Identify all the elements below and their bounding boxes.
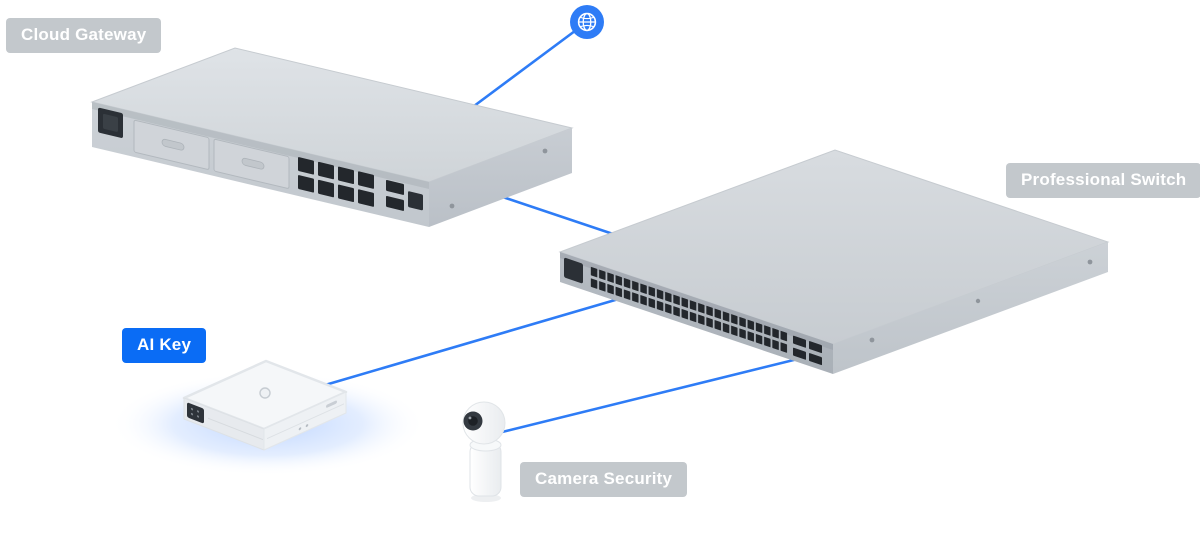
gateway-sfp-ports [386, 180, 423, 211]
ai-key-side-details [267, 400, 344, 440]
professional-switch-device [558, 149, 1110, 374]
switch-front-details [564, 257, 822, 366]
gateway-drive-bay-2-handle [241, 157, 265, 170]
camera-security-label: Camera Security [520, 462, 688, 497]
ai-key-front-details [187, 402, 263, 441]
connection-lines [306, 20, 816, 436]
cloud-gateway-device [90, 47, 574, 227]
camera-lens-glint [468, 416, 472, 420]
connection-line-camera-switch [492, 353, 816, 436]
ai-key-side-seam [267, 403, 344, 440]
ai-key-led-dot-2 [305, 424, 309, 428]
ai-key-logo [259, 387, 271, 399]
switch-power-inlet [564, 257, 583, 284]
gateway-front-details [98, 107, 423, 211]
ai-key-port-pins [190, 407, 200, 418]
ai-key-side-face [263, 391, 347, 451]
gateway-power-inlet-inner [103, 113, 118, 132]
gateway-rj45-ports [298, 157, 374, 207]
ai-key-led-dot-1 [298, 427, 302, 431]
gateway-end-face [429, 128, 572, 227]
globe-icon-glyph [577, 12, 597, 32]
ai-key-device [182, 359, 348, 451]
globe-icon [570, 5, 604, 39]
ai-key-port [187, 402, 204, 424]
gateway-drive-bay-1-handle [161, 138, 185, 151]
gateway-front-lip [92, 102, 429, 189]
switch-end-face [833, 242, 1108, 374]
switch-sfp-ports [793, 335, 822, 366]
professional-switch-label: Professional Switch [1006, 163, 1200, 198]
security-camera-device [462, 401, 506, 502]
connection-line-internet-gateway [464, 20, 589, 114]
connection-line-aikey-switch [306, 296, 624, 392]
switch-screws [869, 259, 1093, 343]
switch-rj45-port-rows [590, 266, 788, 355]
gateway-screws [449, 148, 548, 209]
cloud-gateway-label: Cloud Gateway [6, 18, 162, 53]
ai-key-front-seam [208, 417, 263, 441]
ai-key-label: AI Key [122, 328, 207, 363]
ai-key-usb-slot [326, 400, 337, 408]
